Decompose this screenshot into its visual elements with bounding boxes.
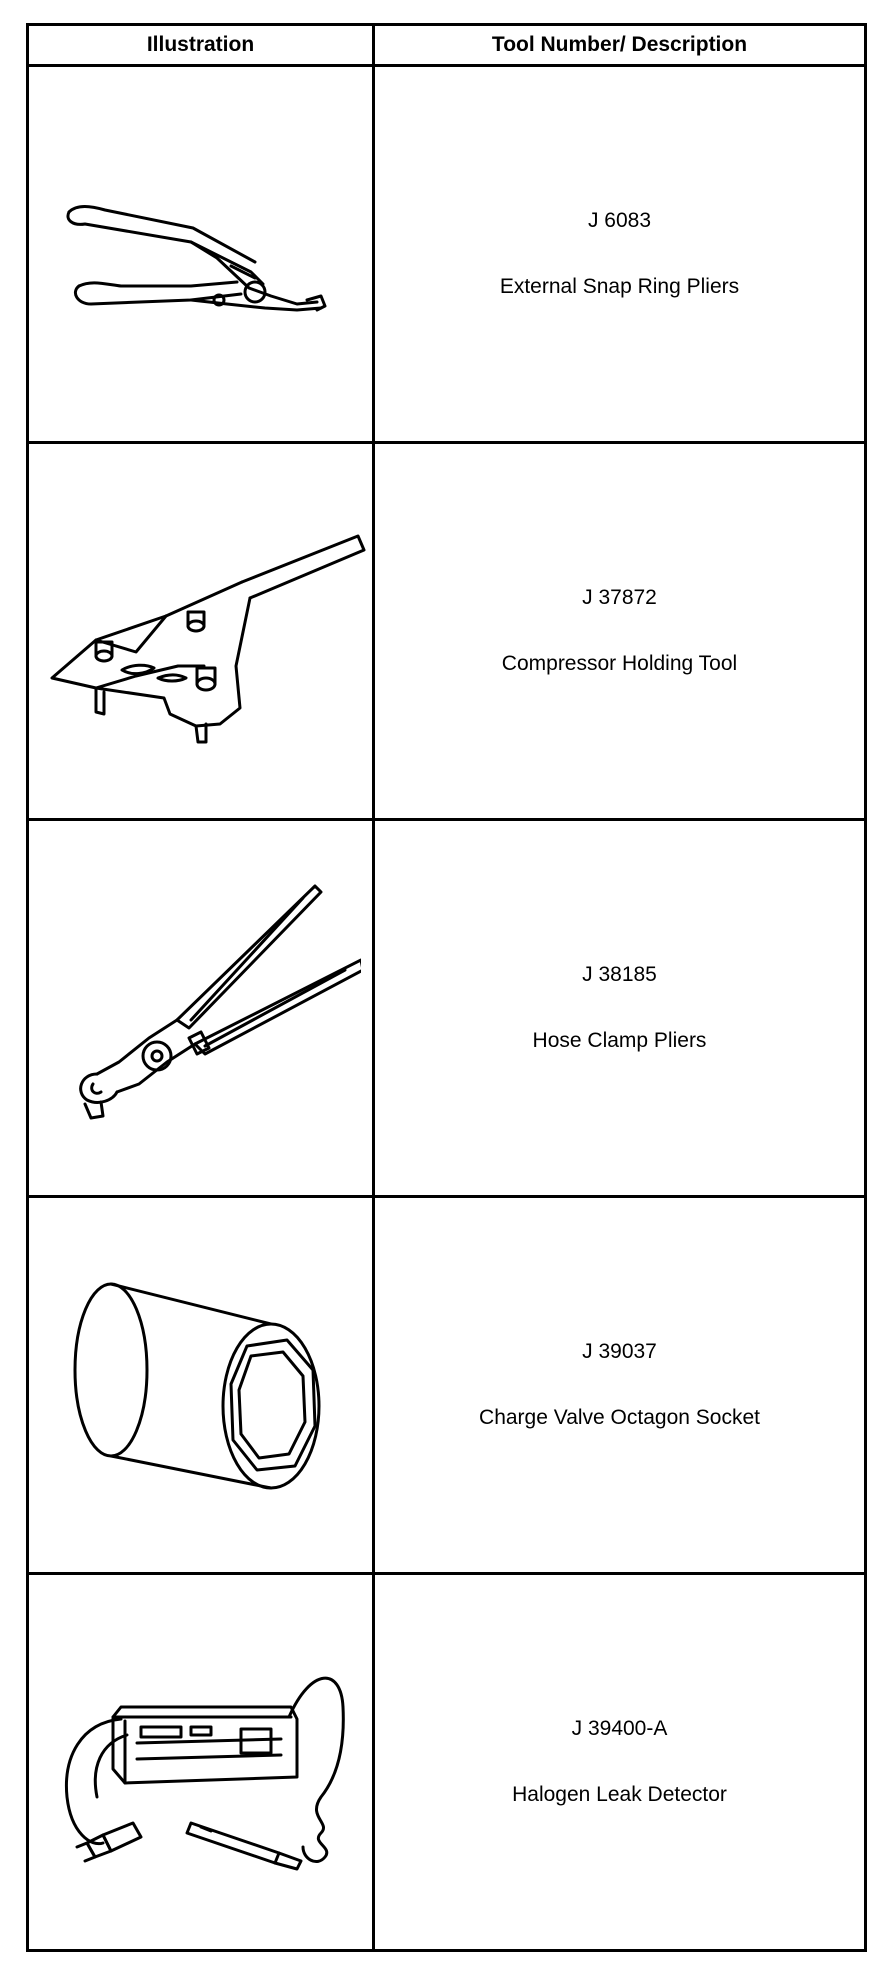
compressor-holding-tool-icon	[50, 534, 365, 744]
tool-description: Halogen Leak Detector	[512, 1783, 727, 1806]
description-cell: J 37872 Compressor Holding Tool	[372, 441, 867, 821]
tool-description: External Snap Ring Pliers	[499, 275, 740, 298]
table-row: J 6083 External Snap Ring Pliers	[26, 64, 867, 444]
table-header-row: Illustration Tool Number/ Description	[26, 23, 867, 67]
illustration-cell	[26, 1195, 375, 1575]
header-description: Tool Number/ Description	[372, 23, 867, 67]
tool-number: J 37872	[582, 586, 657, 609]
table-row: J 37872 Compressor Holding Tool	[26, 441, 867, 821]
hose-clamp-pliers-icon	[78, 884, 361, 1120]
description-cell: J 39037 Charge Valve Octagon Socket	[372, 1195, 867, 1575]
tool-description: Compressor Holding Tool	[501, 652, 738, 675]
table-row: J 39037 Charge Valve Octagon Socket	[26, 1195, 867, 1575]
tool-number: J 6083	[587, 209, 652, 232]
illustration-cell	[26, 818, 375, 1198]
description-cell: J 39400-A Halogen Leak Detector	[372, 1572, 867, 1952]
tool-description: Hose Clamp Pliers	[532, 1029, 707, 1052]
description-cell: J 6083 External Snap Ring Pliers	[372, 64, 867, 444]
table-row: J 38185 Hose Clamp Pliers	[26, 818, 867, 1198]
tool-number: J 38185	[582, 963, 657, 986]
illustration-cell	[26, 1572, 375, 1952]
tool-number: J 39400-A	[571, 1717, 668, 1740]
description-cell: J 38185 Hose Clamp Pliers	[372, 818, 867, 1198]
halogen-leak-detector-icon	[64, 1676, 345, 1871]
tool-number: J 39037	[582, 1340, 657, 1363]
illustration-cell	[26, 441, 375, 821]
octagon-socket-icon	[73, 1282, 320, 1490]
tool-description: Charge Valve Octagon Socket	[479, 1406, 760, 1429]
header-illustration: Illustration	[26, 23, 375, 67]
special-tools-table: Illustration Tool Number/ Description	[26, 23, 867, 1952]
table-row: J 39400-A Halogen Leak Detector	[26, 1572, 867, 1952]
snap-ring-pliers-icon	[66, 205, 326, 312]
illustration-cell	[26, 64, 375, 444]
